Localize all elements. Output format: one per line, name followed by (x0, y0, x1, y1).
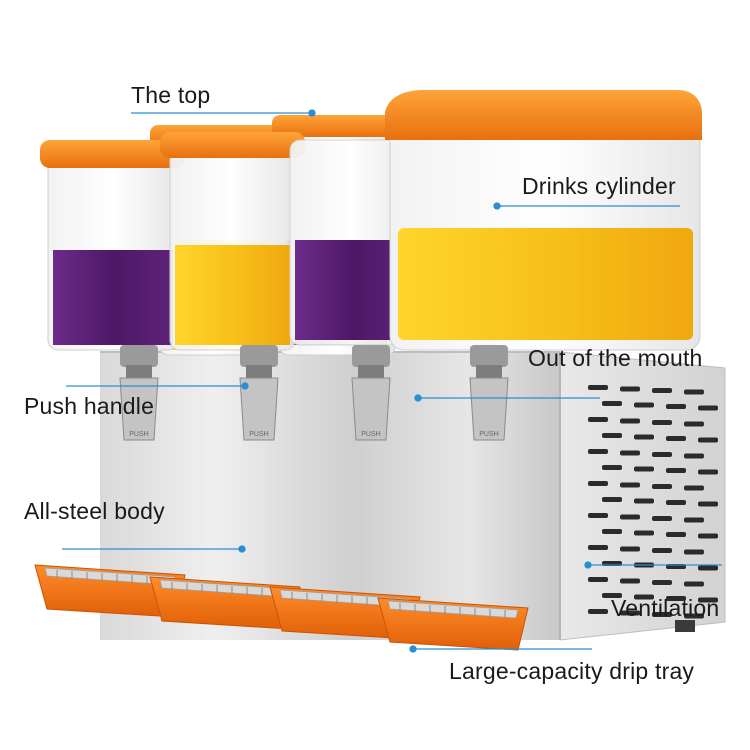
drinks-container-front-middle (160, 132, 305, 351)
vent-slot (698, 469, 718, 475)
push-handle[interactable] (119, 377, 159, 441)
label-drinks-cylinder: Drinks cylinder (522, 173, 676, 199)
vent-slot (652, 420, 672, 425)
vent-slot (698, 597, 718, 603)
vent-slot (588, 385, 608, 390)
ventilation-grille (588, 385, 718, 619)
tap-assembly: PUSH (351, 345, 391, 441)
vent-slot (634, 402, 654, 408)
vent-slot (634, 498, 654, 504)
vent-slot (634, 434, 654, 440)
vent-slot (620, 450, 640, 456)
vent-slot (684, 453, 704, 459)
vent-slot (634, 594, 654, 600)
label-ventilation: Ventilation (611, 595, 720, 621)
vent-slot (666, 596, 686, 601)
drinks-container-front-right-yellow (385, 90, 702, 351)
push-handle-label: PUSH (129, 431, 148, 438)
vent-slot (684, 421, 704, 427)
vent-slot (634, 530, 654, 536)
tap-assembly: PUSH (239, 345, 279, 441)
vent-slot (588, 417, 608, 422)
vent-slot (602, 593, 622, 598)
spout (352, 345, 390, 367)
vent-slot (652, 388, 672, 393)
vent-slot (588, 481, 608, 486)
spout (470, 345, 508, 367)
vent-slot (698, 405, 718, 411)
vent-slot (620, 546, 640, 552)
tap-assembly: PUSH (469, 345, 509, 441)
vent-slot (684, 581, 704, 587)
vent-slot (602, 433, 622, 438)
vent-slot (588, 449, 608, 454)
spout (120, 345, 158, 367)
label-the-top: The top (131, 82, 211, 108)
push-handle-label: PUSH (361, 431, 380, 438)
vent-slot (684, 485, 704, 491)
vent-slot (620, 482, 640, 488)
drinks-container-front-left (40, 140, 185, 351)
vent-slot (698, 565, 718, 571)
vent-slot (684, 517, 704, 523)
push-handle[interactable] (239, 377, 279, 441)
vent-slot (652, 612, 672, 617)
vent-slot (652, 484, 672, 489)
push-handle-label: PUSH (479, 431, 498, 438)
vent-slot (602, 497, 622, 502)
push-handle-label: PUSH (249, 431, 268, 438)
vent-slot (588, 513, 608, 518)
tap-assembly: PUSH (119, 345, 159, 441)
vent-slot (602, 401, 622, 406)
vent-slot (588, 545, 608, 550)
vent-slot (698, 501, 718, 507)
vent-slot (620, 514, 640, 520)
vent-slot (666, 532, 686, 537)
vent-slot (620, 610, 640, 616)
spout (240, 345, 278, 367)
label-push-handle: Push handle (24, 393, 155, 419)
vent-slot (620, 418, 640, 424)
vent-slot (652, 452, 672, 457)
vent-slot (634, 466, 654, 472)
vent-slot (620, 386, 640, 392)
vent-slot (620, 578, 640, 584)
callout-lines (62, 109, 722, 653)
vent-slot (666, 468, 686, 473)
vent-slot (698, 533, 718, 539)
vent-slot (666, 404, 686, 409)
vent-slot (652, 580, 672, 585)
vent-slot (666, 436, 686, 441)
push-handle[interactable] (469, 377, 509, 441)
label-all-steel-body: All-steel body (24, 498, 165, 524)
vent-slot (698, 437, 718, 443)
label-drip-tray: Large-capacity drip tray (449, 658, 695, 684)
vent-slot (684, 613, 704, 619)
vent-slot (684, 389, 704, 395)
drip-tray (377, 597, 529, 651)
vent-slot (602, 529, 622, 534)
push-handle[interactable] (351, 377, 391, 441)
label-out-of-the-mouth: Out of the mouth (528, 345, 703, 371)
vent-slot (602, 465, 622, 470)
vent-slot (652, 516, 672, 521)
vent-slot (588, 609, 608, 614)
vent-slot (666, 500, 686, 505)
vent-slot (652, 548, 672, 553)
dispensing-taps: PUSH PUSH PUSH PUSH (119, 345, 509, 441)
vent-slot (684, 549, 704, 555)
drip-trays (34, 564, 529, 651)
vent-slot (588, 577, 608, 582)
